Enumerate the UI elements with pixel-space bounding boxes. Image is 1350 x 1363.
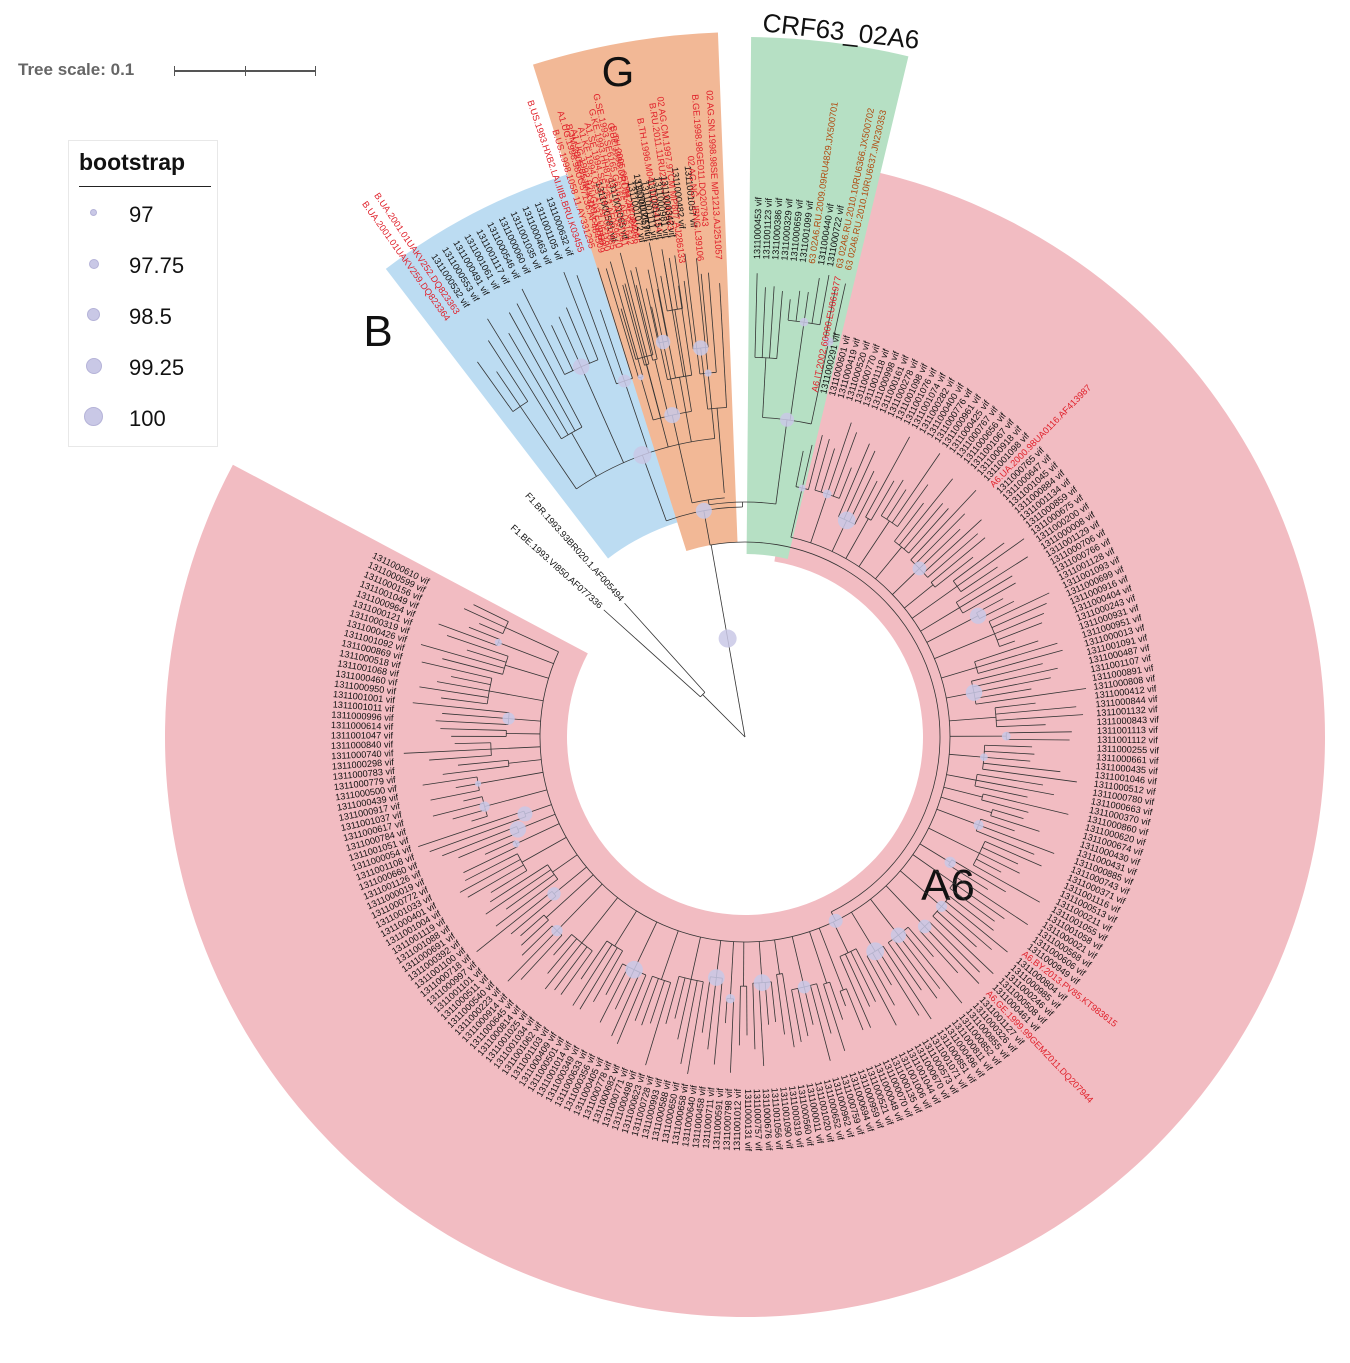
bootstrap-dot — [551, 924, 563, 937]
leaf-label: 1311000840 vif — [331, 739, 394, 750]
clade-a6-sector — [164, 164, 1325, 1318]
bootstrap-dot — [512, 840, 520, 848]
tree-scale-bar — [174, 66, 316, 76]
bootstrap-dot — [969, 607, 987, 624]
bootstrap-dot — [494, 638, 502, 647]
bootstrap-dot — [797, 980, 811, 994]
legend-item: 97 — [69, 196, 217, 236]
bootstrap-dots — [475, 317, 1011, 1004]
bootstrap-dot — [837, 511, 856, 530]
clade-label-b: B — [363, 307, 392, 356]
bootstrap-dot — [828, 913, 843, 928]
bootstrap-dot-icon — [84, 407, 103, 426]
legend-item: 99.25 — [69, 349, 217, 389]
leaf-label: 1311001047 vif — [331, 730, 394, 740]
bootstrap-dot-icon — [86, 358, 102, 374]
bootstrap-dot — [479, 801, 490, 812]
tree-scale-label: Tree scale: 0.1 — [18, 60, 135, 79]
leaf-label: 1311000757 vif — [752, 1089, 764, 1152]
leaf-label: 1311000614 vif — [331, 720, 394, 732]
legend-item-label: 97 — [129, 202, 154, 227]
leaf-label: 1311000661 vif — [1096, 752, 1159, 766]
leaf-label: 1311000386 vif — [770, 197, 784, 260]
bootstrap-dot — [1001, 731, 1011, 741]
legend-item: 98.5 — [69, 298, 217, 338]
bootstrap-dot — [475, 780, 482, 787]
leaf-label: 1311001123 vif — [761, 197, 774, 259]
bootstrap-dot — [973, 819, 984, 831]
leaf-label: 1311000676 vif — [761, 1088, 775, 1151]
bootstrap-dot — [718, 629, 737, 648]
bootstrap-dot — [753, 974, 771, 992]
bootstrap-dot — [780, 412, 795, 427]
leaf-label: 1311001011 vif — [332, 699, 395, 714]
bootstrap-dot — [890, 927, 907, 943]
legend-title: bootstrap — [79, 149, 186, 175]
clade-label-a6: A6 — [921, 861, 975, 910]
bootstrap-dot — [799, 317, 809, 327]
bootstrap-dot — [822, 489, 832, 499]
clade-g-sector — [533, 32, 738, 552]
bootstrap-dot — [502, 712, 515, 725]
bootstrap-dot — [547, 887, 561, 901]
bootstrap-dot — [664, 407, 681, 424]
bootstrap-dot — [637, 374, 644, 381]
bootstrap-legend: bootstrap 97 97.75 98.5 99.25 100 — [68, 140, 218, 447]
leaf-label: 1311000453 vif — [752, 196, 764, 259]
bootstrap-dot — [944, 856, 956, 868]
bootstrap-dot — [912, 561, 927, 576]
bootstrap-dot — [708, 969, 725, 986]
bootstrap-dot — [917, 919, 932, 934]
bootstrap-dot-icon — [89, 259, 99, 269]
bootstrap-dot — [980, 753, 988, 762]
legend-item-label: 100 — [129, 406, 166, 431]
bootstrap-dot — [798, 484, 806, 492]
bootstrap-dot — [936, 900, 948, 912]
bootstrap-dot — [823, 336, 834, 347]
leaf-label: 1311001132 vif — [1096, 704, 1158, 718]
legend-item: 97.75 — [69, 247, 217, 287]
bootstrap-dot — [509, 821, 527, 838]
bootstrap-dot — [625, 960, 643, 979]
clade-crf63-sector — [746, 37, 909, 560]
leaf-label: 1311000591 vif — [711, 1087, 725, 1150]
bootstrap-dot — [704, 369, 712, 377]
bootstrap-dot — [572, 358, 590, 375]
leaf-label: 1311000255 vif — [1097, 744, 1160, 756]
bootstrap-dot — [695, 502, 712, 519]
bootstrap-dot — [655, 334, 671, 350]
legend-item-label: 98.5 — [129, 304, 172, 329]
bootstrap-dot — [633, 446, 652, 465]
leaf-label: 1311000740 vif — [331, 748, 394, 761]
bootstrap-dot-icon — [87, 308, 100, 321]
bootstrap-dot-icon — [90, 209, 97, 216]
legend-item: 100 — [69, 400, 217, 440]
leaf-label: 1311000798 vif — [721, 1088, 734, 1151]
leaf-label: 1311000298 vif — [332, 757, 395, 772]
legend-divider — [79, 186, 211, 187]
leaf-label: 1311000131 vif — [743, 1089, 753, 1152]
bootstrap-dot — [517, 806, 533, 822]
leaf-label: 1311000843 vif — [1096, 714, 1159, 727]
leaf-label: 1311000996 vif — [331, 710, 394, 723]
bootstrap-dot — [617, 374, 631, 388]
bootstrap-dot — [725, 994, 736, 1004]
bootstrap-dot — [866, 942, 885, 961]
leaf-label: 1311001012 vif — [732, 1088, 743, 1151]
bootstrap-dot — [965, 684, 983, 701]
legend-item-label: 97.75 — [129, 253, 185, 278]
legend-item-label: 99.25 — [129, 355, 185, 380]
clade-label-g: G — [602, 48, 635, 95]
leaf-label: 1311001112 vif — [1097, 735, 1158, 746]
leaf-label: 1311001113 vif — [1097, 725, 1158, 736]
bootstrap-dot — [693, 340, 709, 356]
